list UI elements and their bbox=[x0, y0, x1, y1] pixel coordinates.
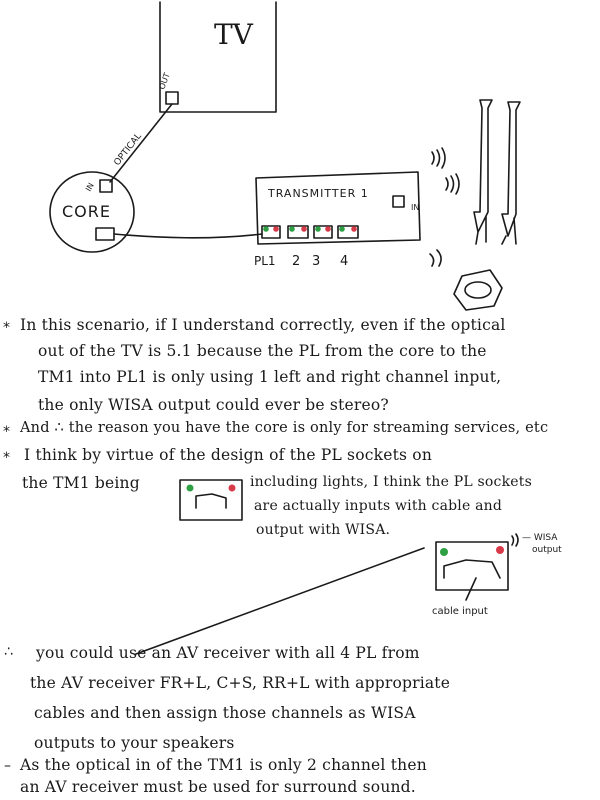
socket-label-2: 2 bbox=[292, 254, 300, 269]
note-line: are actually inputs with cable and bbox=[254, 498, 503, 514]
speaker-right bbox=[501, 101, 521, 245]
note-bullet: * bbox=[3, 320, 10, 336]
led-green bbox=[263, 226, 269, 232]
note-bullet: * bbox=[3, 424, 10, 440]
pl-socket-3 bbox=[313, 225, 333, 239]
nut-shape bbox=[453, 269, 503, 311]
note-line: the TM1 being bbox=[22, 474, 140, 492]
wave-icon bbox=[431, 147, 446, 169]
core-pl-port bbox=[95, 227, 115, 241]
led-green bbox=[186, 484, 194, 492]
socket-sketch-large-shape bbox=[443, 559, 501, 579]
pl-cable bbox=[113, 233, 263, 239]
note-line: TM1 into PL1 is only using 1 left and ri… bbox=[38, 368, 502, 386]
tv-out-port bbox=[165, 91, 179, 105]
core-in-port bbox=[99, 179, 113, 193]
note-bullet: – bbox=[4, 758, 11, 774]
wisa-output-label: output bbox=[532, 545, 562, 555]
socket-sketch-small bbox=[179, 479, 243, 521]
speaker-left bbox=[473, 99, 493, 245]
socket-label-3: 3 bbox=[312, 254, 320, 269]
note-line: out of the TV is 5.1 because the PL from… bbox=[38, 342, 487, 360]
note-line: output with WISA. bbox=[256, 522, 391, 538]
transmitter-in-label: IN bbox=[411, 203, 419, 212]
transmitter-box bbox=[255, 171, 421, 245]
wave-icon bbox=[429, 249, 442, 267]
pl-socket-4 bbox=[337, 225, 359, 239]
note-line: you could use an AV receiver with all 4 … bbox=[36, 644, 420, 662]
led-red bbox=[496, 546, 504, 554]
arrow-line bbox=[135, 547, 425, 655]
led-red bbox=[325, 226, 331, 232]
tv-label: TV bbox=[214, 18, 254, 51]
note-line: the only WISA output could ever be stere… bbox=[38, 396, 389, 414]
core-label: CORE bbox=[62, 202, 111, 221]
note-bullet: * bbox=[3, 450, 10, 466]
core-circle bbox=[49, 171, 135, 253]
led-red bbox=[301, 226, 307, 232]
core-in-label: IN bbox=[84, 181, 96, 193]
led-red bbox=[273, 226, 279, 232]
led-green bbox=[440, 548, 448, 556]
optical-label: OPTICAL bbox=[112, 132, 143, 168]
socket-sketch-small-shape bbox=[195, 493, 227, 509]
wisa-label: — WISA bbox=[522, 533, 558, 543]
transmitter-label: TRANSMITTER 1 bbox=[267, 187, 369, 200]
note-line: including lights, I think the PL sockets bbox=[250, 474, 532, 490]
led-green bbox=[339, 226, 345, 232]
led-red bbox=[228, 484, 236, 492]
led-red bbox=[351, 226, 357, 232]
transmitter-in-port bbox=[392, 195, 405, 208]
note-line: an AV receiver must be used for surround… bbox=[20, 778, 416, 796]
optical-cable bbox=[109, 103, 173, 183]
pl-socket-1 bbox=[261, 225, 281, 239]
note-line: In this scenario, if I understand correc… bbox=[20, 316, 506, 334]
socket-label-4: 4 bbox=[340, 254, 348, 269]
wisa-wave bbox=[511, 533, 519, 547]
wave-icon bbox=[445, 173, 460, 195]
note-line: And ∴ the reason you have the core is on… bbox=[20, 420, 549, 436]
note-bullet: ∴ bbox=[4, 644, 13, 660]
note-line: I think by virtue of the design of the P… bbox=[24, 446, 433, 464]
led-green bbox=[289, 226, 295, 232]
led-green bbox=[315, 226, 321, 232]
nut-hole bbox=[464, 281, 492, 299]
note-line: As the optical in of the TM1 is only 2 c… bbox=[20, 756, 427, 774]
note-line: cables and then assign those channels as… bbox=[34, 704, 416, 722]
pl-socket-2 bbox=[287, 225, 309, 239]
note-line: the AV receiver FR+L, C+S, RR+L with app… bbox=[30, 674, 451, 692]
socket-sketch-large bbox=[435, 541, 509, 591]
cable-pointer-line bbox=[465, 577, 477, 601]
socket-label-1: PL1 bbox=[254, 254, 276, 268]
note-line: outputs to your speakers bbox=[34, 734, 235, 752]
tv-box bbox=[159, 1, 277, 113]
cable-input-label: cable input bbox=[432, 606, 488, 617]
